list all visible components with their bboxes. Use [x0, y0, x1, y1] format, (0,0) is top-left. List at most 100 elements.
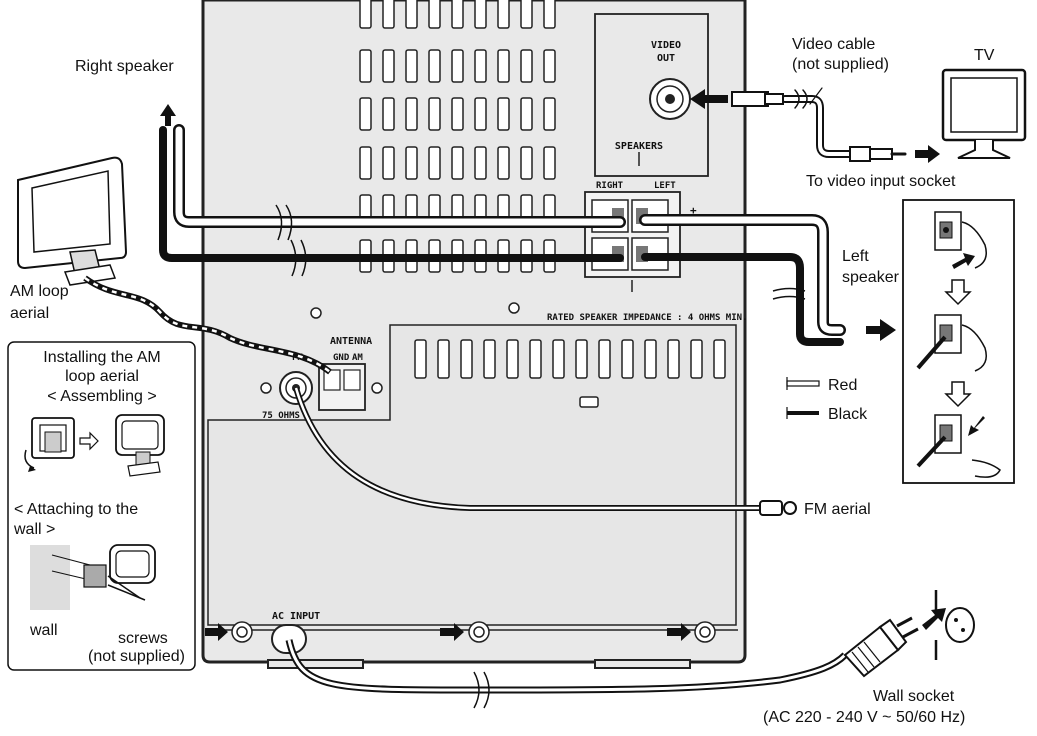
- feet: [231, 621, 716, 643]
- vent-slot: [451, 0, 464, 29]
- labels: Right speaker Left speaker AM loop aeria…: [10, 36, 995, 726]
- vent-slot: [382, 146, 395, 180]
- left-speaker-arrow-icon: [866, 319, 896, 341]
- am-loop-aerial-icon: [17, 156, 128, 286]
- tv-label: TV: [974, 47, 995, 64]
- video-out-label-1: VIDEO: [651, 40, 681, 51]
- vent-slot: [460, 339, 473, 379]
- vent-slot: [405, 97, 418, 131]
- vent-slot: [405, 0, 418, 29]
- left-speaker-label-2: speaker: [842, 269, 900, 286]
- cable-break-marks: [275, 204, 806, 300]
- foot-arrows: [205, 623, 691, 641]
- am-label: AM: [352, 353, 363, 363]
- inset-screws-2: (not supplied): [88, 648, 185, 665]
- vent-slot: [575, 339, 588, 379]
- vent-slot: [552, 339, 565, 379]
- vent-slot: [529, 339, 542, 379]
- vent-slot: [359, 97, 372, 131]
- vent-slot: [543, 0, 556, 29]
- power-plug-icon: [843, 616, 919, 678]
- vent-slot: [520, 146, 533, 180]
- vent-slot: [382, 0, 395, 29]
- vent-slot: [598, 339, 611, 379]
- speaker-cable-black: [159, 126, 844, 346]
- wall-socket-label-2: (AC 220 - 240 V ~ 50/60 Hz): [763, 709, 965, 726]
- right-speaker-arrow-icon: [160, 104, 176, 126]
- vent-slot: [405, 49, 418, 83]
- vent-slot: [543, 97, 556, 131]
- vent-slot: [520, 97, 533, 131]
- ac-input-label: AC INPUT: [272, 611, 320, 622]
- am-installation-inset: [7, 341, 196, 671]
- vent-slot: [506, 339, 519, 379]
- vent-slot: [474, 49, 487, 83]
- terminal-right-label: RIGHT: [596, 181, 624, 191]
- fm-aerial-connector: [759, 500, 797, 516]
- vent-slot: [644, 339, 657, 379]
- vent-slot: [414, 339, 427, 379]
- vent-slot: [497, 0, 510, 29]
- vent-slot: [451, 97, 464, 131]
- inset-title-2: loop aerial: [65, 368, 139, 385]
- vent-slot: [497, 146, 510, 180]
- antenna-terminals: ANTENNA FM GND AM 75 OHMS: [262, 336, 372, 421]
- speaker-cable-white: [173, 124, 846, 336]
- ac-input: AC INPUT: [271, 611, 320, 654]
- vent-slot: [405, 146, 418, 180]
- to-video-input-label: To video input socket: [806, 173, 956, 190]
- red-label: Red: [828, 377, 857, 394]
- vent-slot: [359, 49, 372, 83]
- video-out-label-2: OUT: [657, 53, 675, 64]
- right-speaker-label: Right speaker: [75, 58, 174, 75]
- video-cable: [731, 87, 907, 162]
- vent-slot: [483, 339, 496, 379]
- vent-slot: [428, 49, 441, 83]
- left-speaker-label-1: Left: [842, 248, 869, 265]
- vent-slot: [621, 339, 634, 379]
- inset-attaching-2: wall >: [13, 521, 55, 538]
- video-out-box: VIDEO OUT SPEAKERS: [594, 13, 709, 177]
- vent-slot: [428, 0, 441, 29]
- inset-assembling: < Assembling >: [47, 388, 156, 405]
- impedance-label: RATED SPEAKER IMPEDANCE : 4 OHMS MIN.: [547, 313, 747, 323]
- vent-slot: [497, 97, 510, 131]
- vent-slot: [520, 49, 533, 83]
- tv-arrow-icon: [915, 145, 940, 163]
- inset-title-1: Installing the AM: [43, 349, 160, 366]
- vent-slot: [437, 339, 450, 379]
- plug-arrow-icon: [922, 608, 946, 630]
- tv-icon: [941, 68, 1027, 159]
- video-cable-label-2: (not supplied): [792, 56, 889, 73]
- vent-slot: [497, 49, 510, 83]
- gnd-label: GND: [333, 353, 350, 363]
- vent-slot: [713, 339, 726, 379]
- video-arrow-icon: [690, 89, 728, 109]
- vent-slot: [543, 49, 556, 83]
- ohms-label: 75 OHMS: [262, 411, 300, 421]
- vent-slot: [690, 339, 703, 379]
- panel-slot: [579, 396, 599, 408]
- vent-slot: [382, 97, 395, 131]
- vent-slot: [359, 146, 372, 180]
- vent-slot: [474, 146, 487, 180]
- wall-socket-icon: [934, 590, 975, 660]
- vent-slot: [428, 146, 441, 180]
- fm-aerial-label: FM aerial: [804, 501, 871, 518]
- am-loop-label-1: AM loop: [10, 283, 69, 300]
- terminal-instruction-inset: [902, 199, 1015, 484]
- inset-wall: wall: [29, 622, 58, 639]
- terminal-plus-label: +: [690, 204, 697, 217]
- vent-slot: [543, 146, 556, 180]
- power-cable-break: [473, 671, 490, 709]
- vent-slot: [359, 0, 372, 29]
- vent-slot: [667, 339, 680, 379]
- black-label: Black: [828, 406, 868, 423]
- vent-slot: [382, 49, 395, 83]
- inset-attaching-1: < Attaching to the: [14, 501, 138, 518]
- wire-legend: [786, 377, 820, 419]
- video-cable-label-1: Video cable: [792, 36, 875, 53]
- antenna-label: ANTENNA: [330, 336, 372, 347]
- am-loop-label-2: aerial: [10, 305, 49, 322]
